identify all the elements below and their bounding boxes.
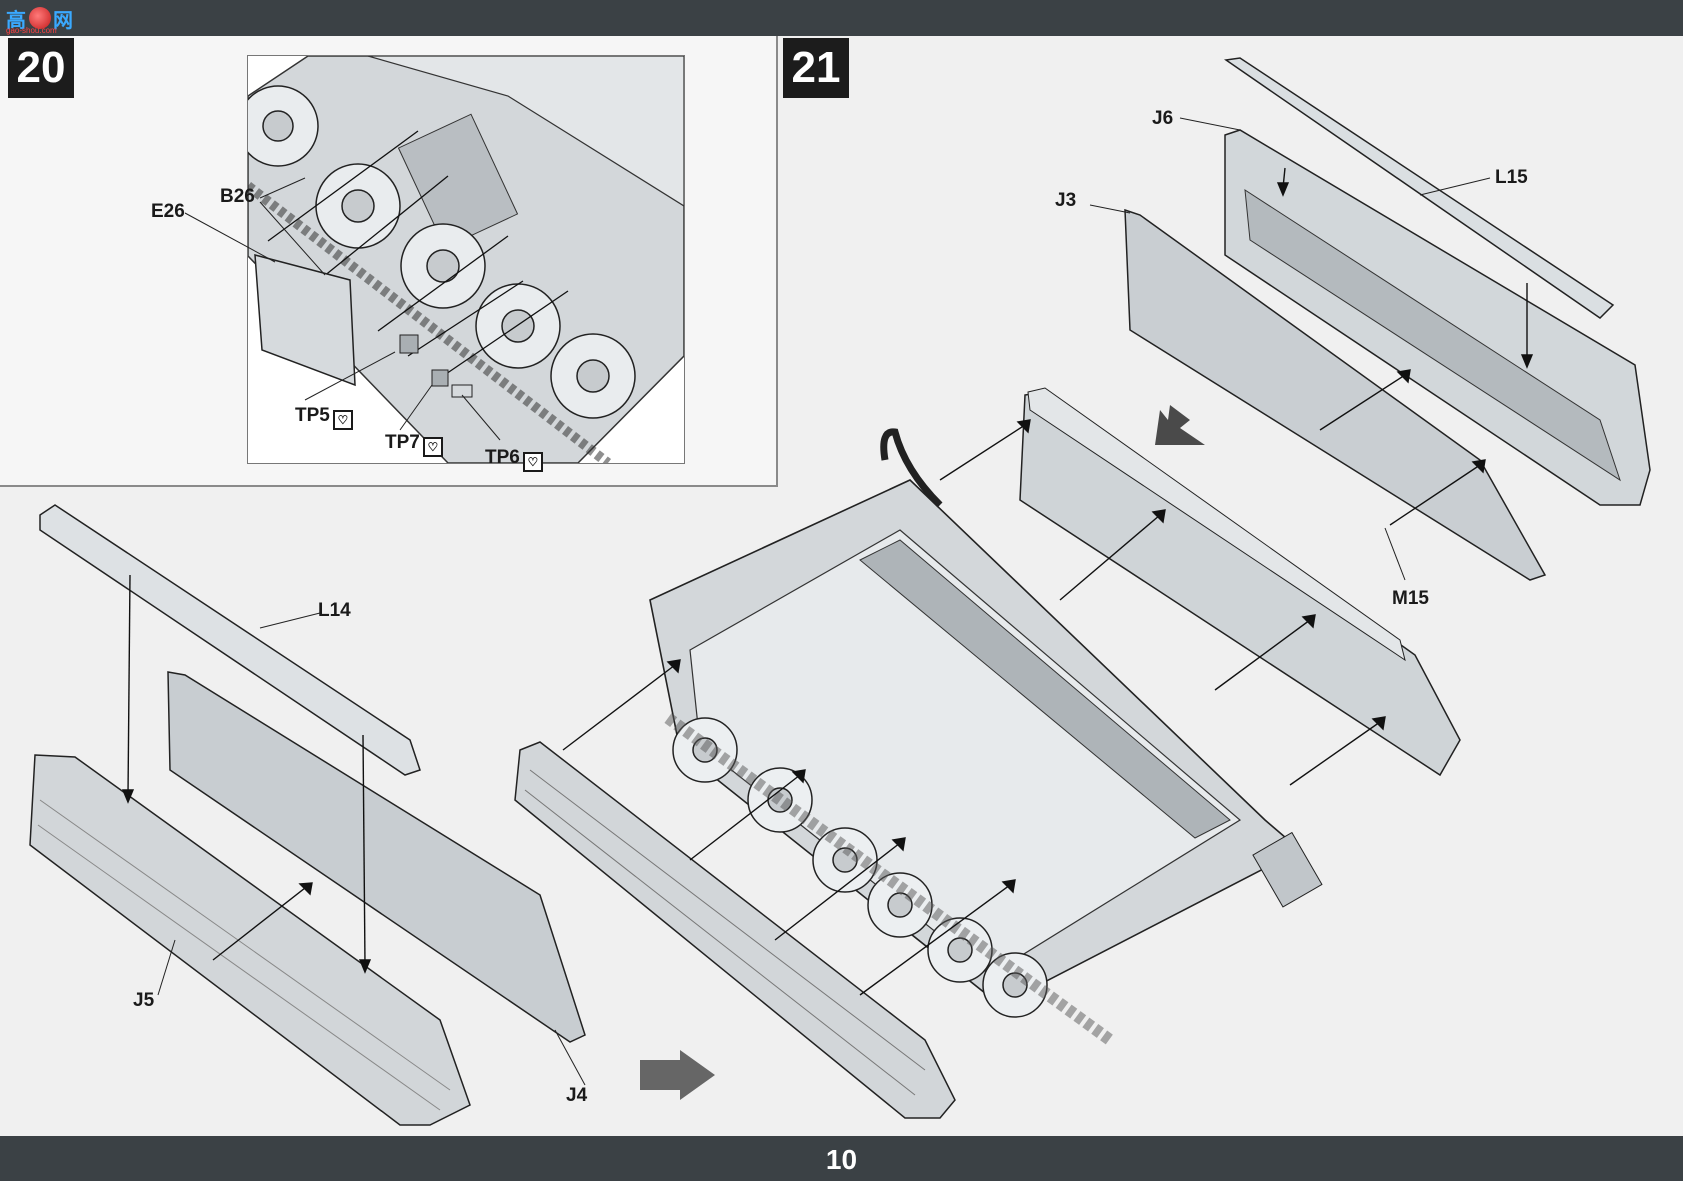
tape-icon: ♡ xyxy=(332,410,353,430)
part-label-b26: B26 xyxy=(220,186,255,207)
part-label-tp7: TP7 xyxy=(385,432,420,453)
part-label-j4: J4 xyxy=(566,1085,588,1106)
part-label-tp6: TP6 xyxy=(485,447,520,468)
part-l15-shape xyxy=(1223,57,1615,319)
part-j5-shape xyxy=(29,754,471,1126)
part-label-m15: M15 xyxy=(1392,588,1429,609)
logo-text: 高 xyxy=(6,7,27,32)
tape-icon: ♡ xyxy=(422,437,443,457)
part-label-l14: L14 xyxy=(318,600,351,621)
part-label-tp7-group: TP7♡ xyxy=(385,432,443,457)
part-label-l15: L15 xyxy=(1495,167,1528,188)
part-label-e26: E26 xyxy=(151,201,185,222)
part-j3-shape xyxy=(1124,208,1547,581)
part-label-tp5-group: TP5♡ xyxy=(295,405,353,430)
part-label-j3: J3 xyxy=(1055,190,1077,211)
part-j4-near-shape xyxy=(514,741,956,1119)
logo-subtext: gao-shou.com xyxy=(6,26,57,35)
tape-icon: ♡ xyxy=(522,452,543,472)
part-label-j6: J6 xyxy=(1152,108,1174,129)
top-bar: 高 网 gao-shou.com xyxy=(0,0,1683,36)
step-21-badge: 21 xyxy=(783,38,849,98)
part-label-tp6-group: TP6♡ xyxy=(485,447,543,472)
hull-detail-drawing xyxy=(248,56,684,463)
logo-dot-icon xyxy=(29,7,51,29)
bottom-bar xyxy=(0,1136,1683,1181)
view-direction-arrow xyxy=(1155,405,1205,445)
part-j4-shape xyxy=(167,671,586,1043)
part-label-tp5: TP5 xyxy=(295,405,330,426)
assembly-illustration xyxy=(29,57,1651,1126)
forward-arrow xyxy=(640,1050,715,1100)
step-20-badge: 20 xyxy=(8,38,74,98)
part-l14-shape xyxy=(39,504,421,776)
logo-text-2: 网 xyxy=(53,7,74,32)
part-e26-shape xyxy=(254,254,356,387)
site-logo: 高 网 xyxy=(6,4,74,32)
part-label-j5: J5 xyxy=(133,990,155,1011)
page-number: 10 xyxy=(825,1144,858,1175)
